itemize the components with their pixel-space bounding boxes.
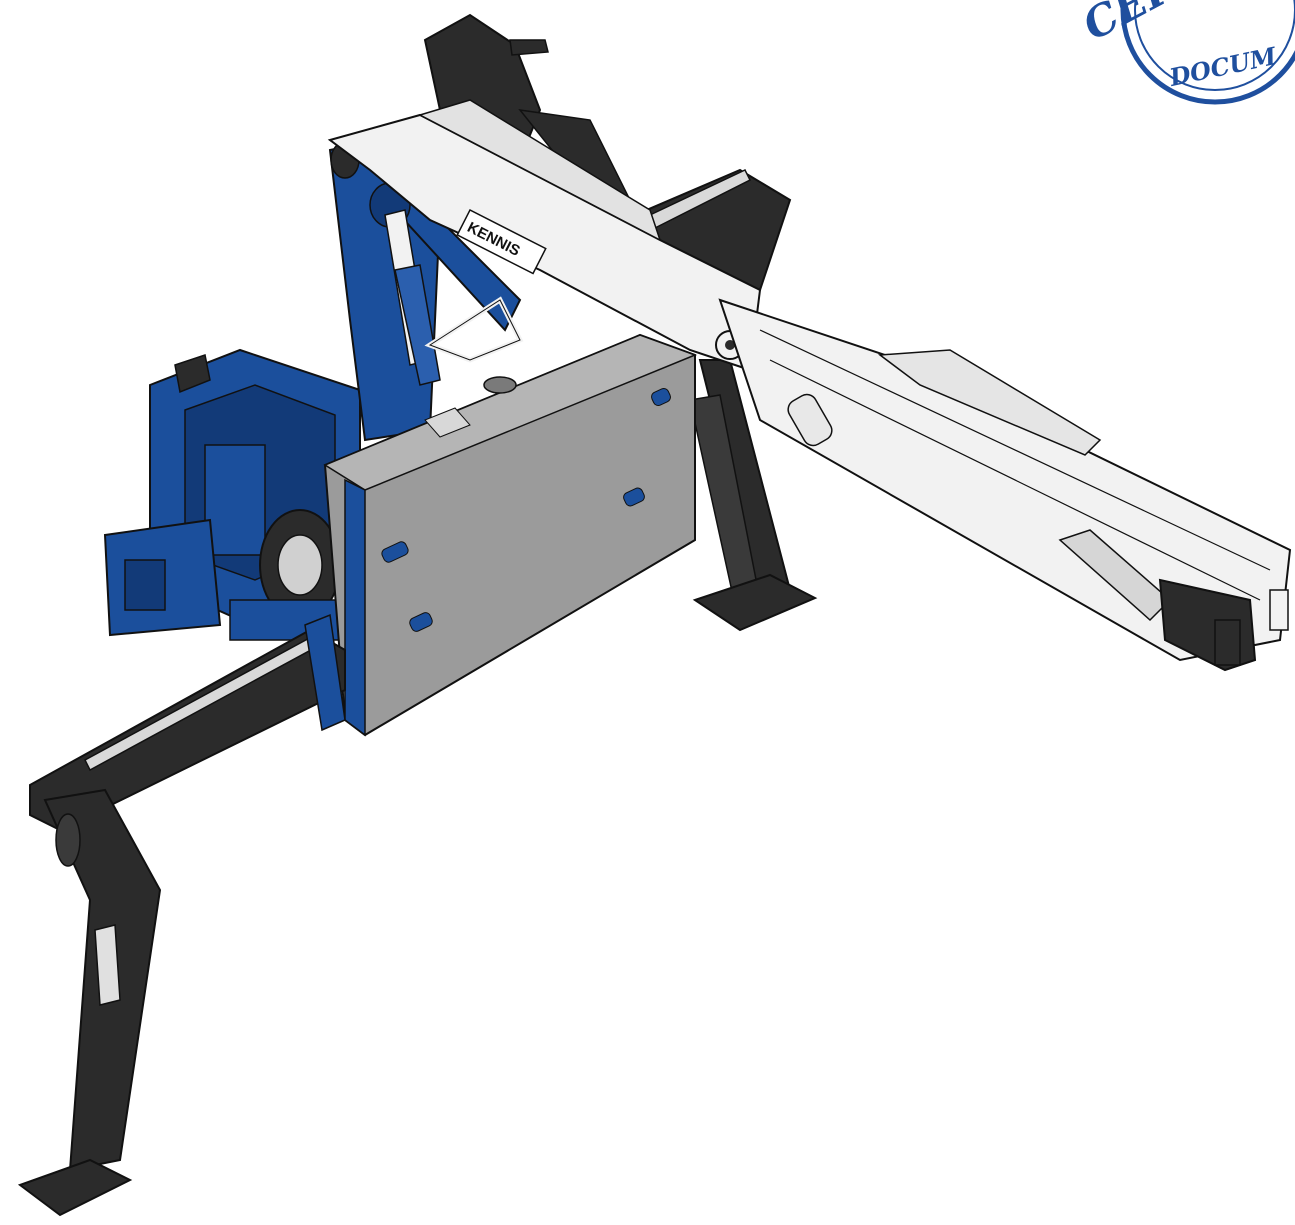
base-frame <box>103 348 361 641</box>
front-outrigger-beam <box>29 613 346 832</box>
telescopic-boom <box>718 298 1292 672</box>
main-boom: KENNIS <box>327 99 762 372</box>
grey-housing <box>323 333 698 737</box>
stamp-bottom-text: DOCUM <box>1166 41 1280 92</box>
front-support-leg <box>17 788 162 1217</box>
certification-stamp: CER DOCUM <box>1075 0 1295 105</box>
